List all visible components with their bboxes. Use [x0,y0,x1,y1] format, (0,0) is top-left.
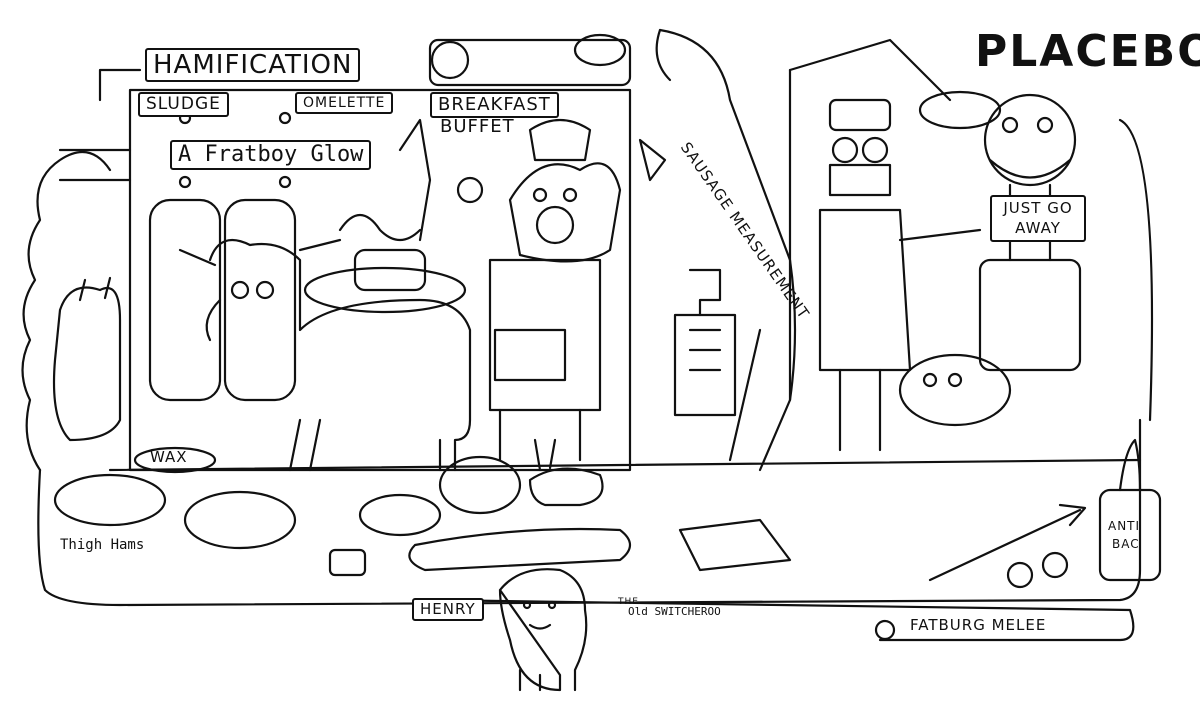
label-henry: HENRY [412,598,484,621]
plate-thigh-hams [53,473,167,527]
label-wax: WAX [150,448,188,466]
sign-just-go-away: JUST GO AWAY [990,195,1086,242]
gun-outline [678,518,792,572]
label-anti: ANTI [1108,519,1141,533]
sign-just-go: JUST GO [1003,199,1073,217]
hanging-dog [638,28,797,472]
label-fatburg-melee: FATBURG MELEE [910,616,1047,634]
rivet-4 [278,175,292,189]
surgery-lamp [788,38,1002,402]
sign-buffet: BUFFET [440,116,515,137]
rivet-3 [178,175,192,189]
sign-breakfast: BREAKFAST [430,92,559,118]
sauce-pot [328,548,367,577]
right-wall [1118,118,1154,422]
label-bac: BAC [1112,537,1140,551]
sign-away: AWAY [1015,218,1061,237]
label-the: THE [618,597,639,607]
pipe-drip [398,118,432,242]
label-old-switcheroo: Old SWITCHEROO [628,605,721,618]
banner-line [428,598,1135,642]
cup-1 [1006,561,1034,589]
plate-center [183,490,297,550]
fridge-door-left [148,198,222,402]
sign-sludge: SLUDGE [138,92,229,117]
sign-hamification: HAMIFICATION [145,48,361,82]
rabbit [528,438,604,507]
ground-outline [37,418,1142,607]
rivet-2 [278,111,292,125]
ham-left [430,40,470,80]
stall-frame [128,88,632,472]
wax-blob [133,446,217,474]
pig-chef [456,119,622,462]
cat [52,276,122,442]
ham-right [573,33,627,67]
cloud-left [21,150,112,472]
sign-omelette: OMELETTE [295,92,394,114]
label-thigh-hams: Thigh Hams [60,537,145,553]
sign-placebo: PLACEBO [975,26,1200,77]
bowl-center [358,493,442,537]
sign-fratboy-glow: A Fratboy Glow [170,140,372,170]
back-wall-line [108,458,1142,472]
baguette [408,527,632,572]
goat [178,238,472,472]
anti-bac-bottle [1098,488,1162,582]
food-tray-top [428,38,632,87]
bottle-leaves [1118,438,1142,492]
henry-dog [498,568,588,692]
fridge-door-right [223,198,297,402]
stall-pipe [58,68,142,182]
bowl-deep [438,455,522,515]
pufferfish [898,353,1012,427]
arrow [928,503,1087,582]
virus-blob [874,619,896,641]
side-table [673,268,737,417]
cup-2 [1041,551,1069,579]
cake-stand [303,213,467,314]
doctor [818,98,982,452]
grinning-man [978,93,1082,372]
